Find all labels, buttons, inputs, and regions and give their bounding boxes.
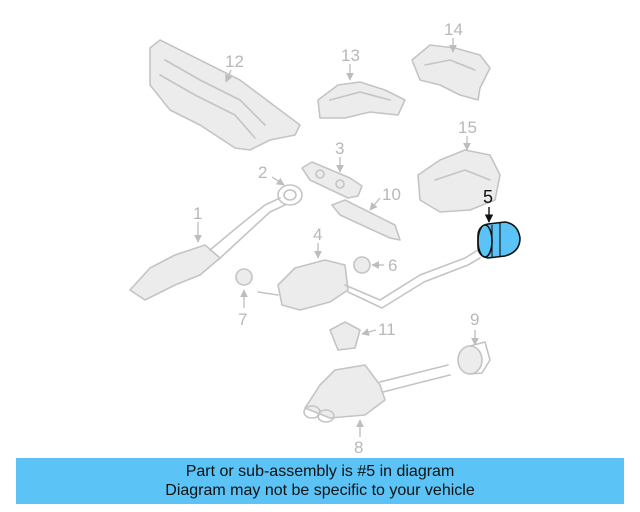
exhaust-parts-diagram: 12 13 14 15 3 2 10 1 4 6 7 11 9 8 5 [129,20,521,457]
callout-9: 9 [470,310,479,329]
callout-5: 5 [483,187,493,207]
part-12-heat-shield[interactable] [149,39,301,151]
banner-line-2: Diagram may not be specific to your vehi… [165,482,475,499]
part-2-gasket[interactable] [277,184,303,206]
leader-2 [271,176,285,186]
part-1-catalytic-converter[interactable] [129,197,286,301]
part-15-heat-shield[interactable] [417,149,501,213]
part-14-bracket[interactable] [411,44,491,101]
callout-3: 3 [335,139,344,158]
part-7-hanger[interactable] [235,268,253,286]
callout-4: 4 [313,225,322,244]
callout-6: 6 [388,256,397,275]
callout-1: 1 [193,204,202,223]
leader-12 [225,69,233,83]
part-3-gasket[interactable] [301,161,363,199]
callout-12: 12 [225,52,244,71]
callout-10: 10 [382,185,401,204]
callout-15: 15 [458,118,477,137]
part-4-muffler[interactable] [257,249,481,311]
part-11-bracket[interactable] [329,321,361,351]
info-banner: Part or sub-assembly is #5 in diagram Di… [16,458,624,504]
leader-11 [361,328,377,336]
leader-10 [369,197,381,211]
callout-11: 11 [378,320,396,339]
part-13-heat-shield[interactable] [317,81,406,119]
banner-line-1: Part or sub-assembly is #5 in diagram [185,463,455,480]
part-10-bracket[interactable] [331,199,401,241]
callout-7: 7 [238,310,247,329]
callout-14: 14 [444,20,463,39]
part-5-clamp[interactable] [477,221,521,259]
part-6-hanger[interactable] [353,256,371,274]
part-8-rear-muffler[interactable] [303,364,451,423]
callout-13: 13 [341,46,360,65]
callout-8: 8 [354,438,363,457]
callout-2: 2 [258,163,267,182]
part-9-clamp[interactable] [457,341,491,375]
